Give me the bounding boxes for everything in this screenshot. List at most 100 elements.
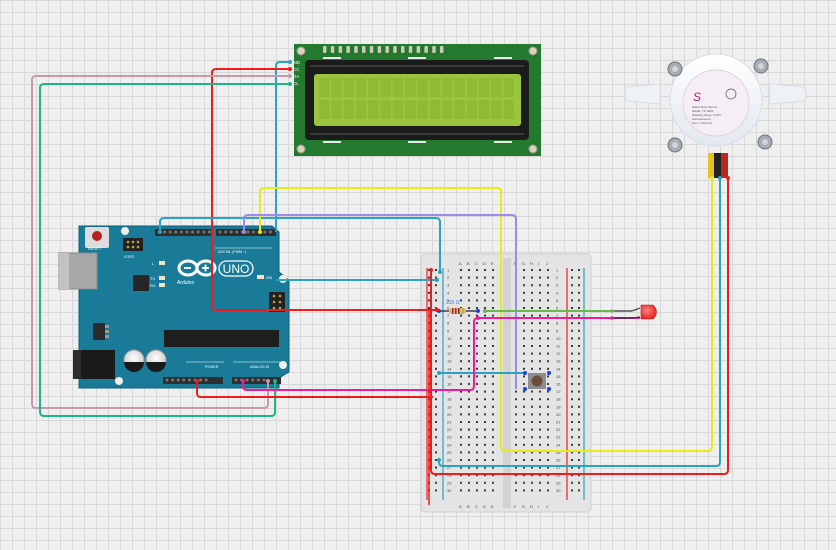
rail-hole[interactable] xyxy=(435,337,437,340)
breadboard-hole[interactable] xyxy=(515,481,517,484)
breadboard-hole[interactable] xyxy=(547,314,549,317)
breadboard-hole[interactable] xyxy=(476,345,478,347)
rail-hole[interactable] xyxy=(571,428,573,431)
breadboard-hole[interactable] xyxy=(484,276,486,279)
rail-hole[interactable] xyxy=(435,443,437,446)
rail-hole[interactable] xyxy=(571,474,573,477)
breadboard-hole[interactable] xyxy=(539,367,541,370)
breadboard-hole[interactable] xyxy=(492,474,494,477)
rail-hole[interactable] xyxy=(435,398,437,401)
breadboard-hole[interactable] xyxy=(476,367,478,370)
breadboard-hole[interactable] xyxy=(468,352,470,355)
breadboard-hole[interactable] xyxy=(492,428,494,431)
breadboard-hole[interactable] xyxy=(531,345,533,347)
rail-hole[interactable] xyxy=(578,375,580,378)
breadboard-hole[interactable] xyxy=(547,459,549,461)
rail-hole[interactable] xyxy=(578,390,580,393)
header-pin[interactable] xyxy=(207,230,211,234)
rail-hole[interactable] xyxy=(578,284,580,287)
breadboard-hole[interactable] xyxy=(468,276,470,279)
breadboard-hole[interactable] xyxy=(547,299,549,302)
header-pin[interactable] xyxy=(235,230,239,234)
wire-sensor-signal[interactable] xyxy=(259,178,713,452)
header-pin[interactable] xyxy=(262,378,266,382)
rail-hole[interactable] xyxy=(428,276,430,279)
breadboard-hole[interactable] xyxy=(523,489,525,492)
breadboard-hole[interactable] xyxy=(531,481,533,484)
breadboard-hole[interactable] xyxy=(476,314,478,317)
breadboard-hole[interactable] xyxy=(539,284,541,287)
breadboard-hole[interactable] xyxy=(531,284,533,287)
breadboard-hole[interactable] xyxy=(460,337,462,340)
breadboard-hole[interactable] xyxy=(484,466,486,469)
breadboard-hole[interactable] xyxy=(484,269,486,271)
breadboard-hole[interactable] xyxy=(468,489,470,492)
breadboard-hole[interactable] xyxy=(492,466,494,469)
breadboard-hole[interactable] xyxy=(531,459,533,461)
breadboard-hole[interactable] xyxy=(539,307,541,309)
breadboard-hole[interactable] xyxy=(476,421,478,423)
breadboard-hole[interactable] xyxy=(484,352,486,355)
breadboard-hole[interactable] xyxy=(523,413,525,416)
breadboard-hole[interactable] xyxy=(468,436,470,439)
wires[interactable] xyxy=(31,61,729,505)
rail-hole[interactable] xyxy=(571,421,573,423)
rail-hole[interactable] xyxy=(435,276,437,279)
breadboard-hole[interactable] xyxy=(539,481,541,484)
header-pin[interactable] xyxy=(252,230,256,234)
breadboard-hole[interactable] xyxy=(460,269,462,271)
breadboard-hole[interactable] xyxy=(547,390,549,393)
breadboard-hole[interactable] xyxy=(476,466,478,469)
rail-hole[interactable] xyxy=(435,322,437,325)
breadboard-hole[interactable] xyxy=(539,352,541,355)
breadboard-hole[interactable] xyxy=(531,390,533,393)
rail-hole[interactable] xyxy=(571,322,573,325)
breadboard-hole[interactable] xyxy=(547,352,549,355)
breadboard-hole[interactable] xyxy=(484,413,486,416)
header-pin[interactable] xyxy=(224,230,228,234)
rail-hole[interactable] xyxy=(578,345,580,347)
header-pin[interactable] xyxy=(176,378,180,382)
breadboard-hole[interactable] xyxy=(515,474,517,477)
breadboard-hole[interactable] xyxy=(476,352,478,355)
breadboard-hole[interactable] xyxy=(484,421,486,423)
breadboard-hole[interactable] xyxy=(492,337,494,340)
breadboard-hole[interactable] xyxy=(484,307,486,309)
breadboard-hole[interactable] xyxy=(484,284,486,287)
rail-hole[interactable] xyxy=(571,390,573,393)
breadboard-hole[interactable] xyxy=(547,345,549,347)
breadboard-hole[interactable] xyxy=(515,459,517,461)
header-pin[interactable] xyxy=(165,378,169,382)
breadboard-hole[interactable] xyxy=(484,360,486,363)
breadboard-hole[interactable] xyxy=(539,329,541,332)
breadboard-hole[interactable] xyxy=(468,383,470,385)
breadboard-hole[interactable] xyxy=(492,352,494,355)
breadboard-hole[interactable] xyxy=(523,390,525,393)
breadboard-hole[interactable] xyxy=(484,459,486,461)
breadboard-hole[interactable] xyxy=(547,367,549,370)
breadboard-hole[interactable] xyxy=(476,451,478,454)
breadboard-hole[interactable] xyxy=(492,398,494,401)
breadboard-hole[interactable] xyxy=(523,322,525,325)
header-pin[interactable] xyxy=(185,230,189,234)
breadboard-hole[interactable] xyxy=(547,360,549,363)
rail-hole[interactable] xyxy=(578,314,580,317)
breadboard-hole[interactable] xyxy=(460,451,462,454)
breadboard-hole[interactable] xyxy=(468,284,470,287)
breadboard-hole[interactable] xyxy=(539,299,541,302)
arduino-uno[interactable]: RESET ICSP2 L TX RX UNO Arduino ON xyxy=(58,225,290,389)
breadboard-hole[interactable] xyxy=(460,474,462,477)
breadboard-hole[interactable] xyxy=(484,489,486,492)
breadboard-hole[interactable] xyxy=(468,459,470,461)
breadboard-hole[interactable] xyxy=(468,307,470,309)
breadboard-hole[interactable] xyxy=(547,329,549,332)
lcd-display[interactable]: GND VCC SDA SCL xyxy=(290,44,541,156)
breadboard-hole[interactable] xyxy=(531,269,533,271)
wire-led-signal[interactable] xyxy=(242,317,640,391)
rail-hole[interactable] xyxy=(571,337,573,340)
pushbutton[interactable] xyxy=(523,371,551,391)
breadboard-hole[interactable] xyxy=(460,322,462,325)
rail-hole[interactable] xyxy=(435,436,437,439)
breadboard-hole[interactable] xyxy=(468,421,470,423)
breadboard-hole[interactable] xyxy=(476,428,478,431)
